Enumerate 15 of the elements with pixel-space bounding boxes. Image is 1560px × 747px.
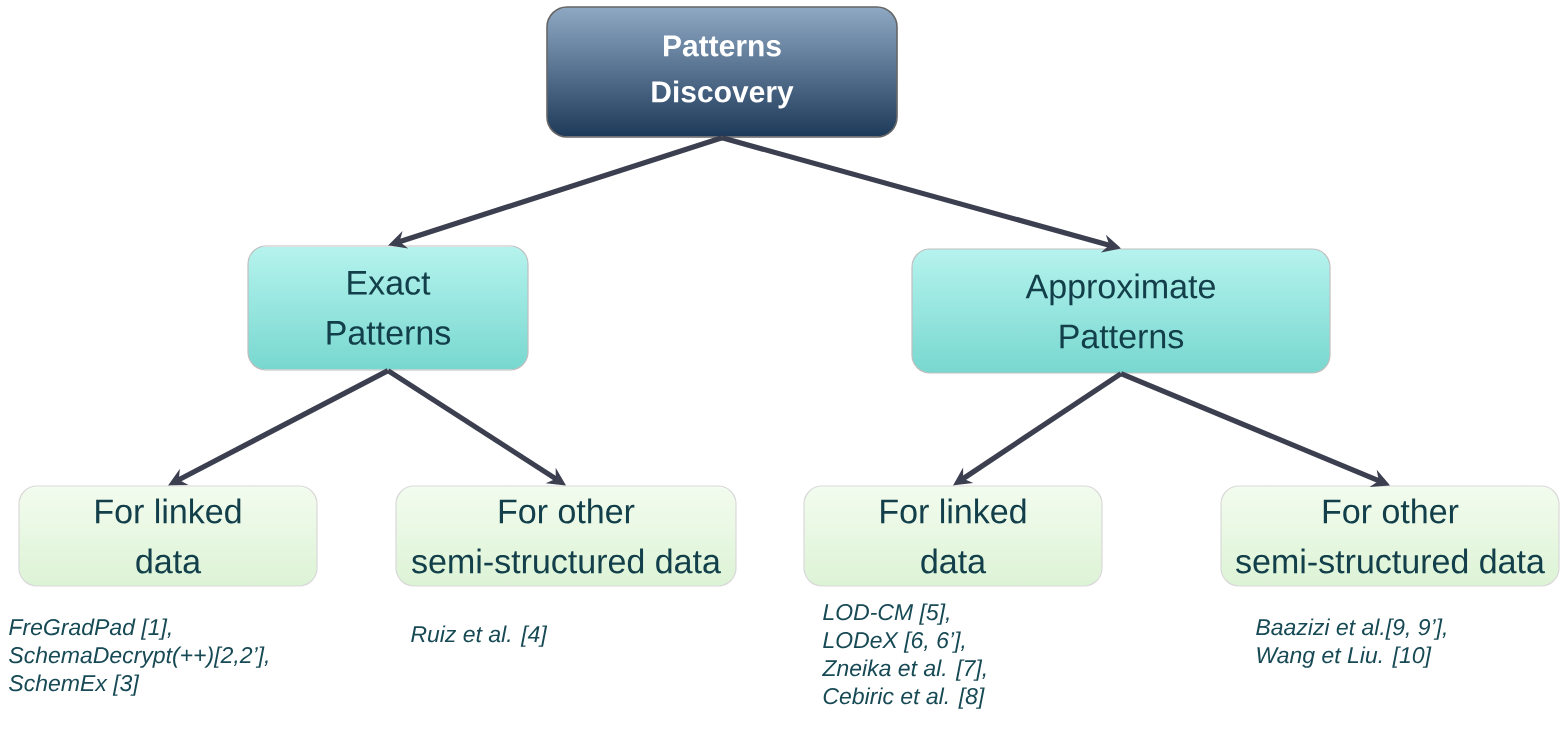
root-box: Patterns Discovery (546, 6, 898, 138)
node-label: LODeX [6, 6’], (823, 631, 965, 653)
node-label: Zneika et al. [7], (821, 659, 986, 681)
reference-list: Baazizi et al.[9, 9’], Wang et Liu. [10] (1256, 618, 1446, 668)
subcategory-box: For linked data (803, 485, 1103, 587)
subcategory-box: For other semi-structured data (395, 485, 737, 587)
subcategory-box: For linked data (18, 485, 318, 587)
node-label: LOD-CM [5], (823, 603, 949, 625)
reference-list: LOD-CM [5], LODeX [6, 6’], Zneika et al. [7], Cebiric et al. [8] (821, 603, 986, 709)
subcategory-box: For other semi-structured data (1220, 485, 1560, 587)
category-box: Exact Patterns (247, 245, 529, 371)
reference-list: FreGradPad [1], SchemaDecrypt(++)[2,2’], SchemEx [3] (9, 618, 268, 696)
category-box: Approximate Patterns (911, 248, 1331, 374)
reference-list: Ruiz et al. [4] (411, 625, 548, 647)
node-label: Cebiric et al. [8] (823, 687, 985, 709)
